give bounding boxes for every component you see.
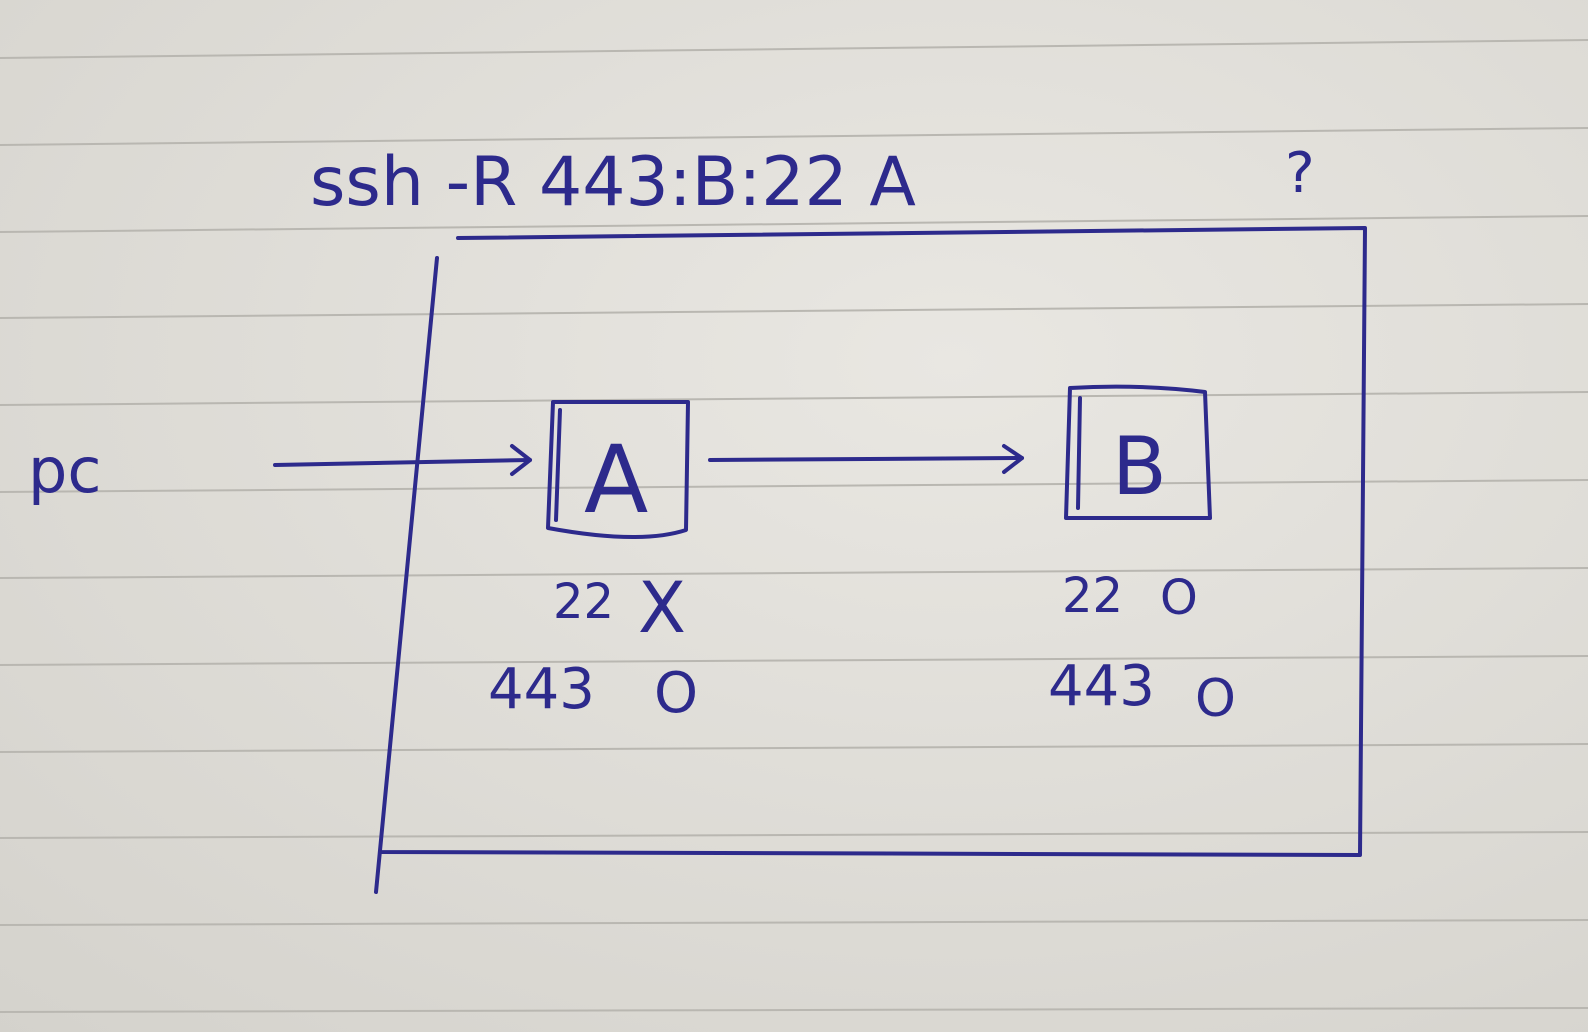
port-number: 443 [488,657,595,722]
source-label-pc: pc [28,434,101,507]
port-status: O [1195,669,1236,729]
port-number: 22 [553,574,614,630]
ruled-lines [0,39,1588,1013]
host-a-box: A [546,400,690,539]
port-status: O [654,661,698,726]
host-b-label: B [1112,420,1167,513]
host-b-ports: 22 O 443 O [1048,568,1236,729]
port-status: X [638,567,686,649]
host-a-ports: 22 X 443 O [488,567,698,726]
host-b-box: B [1064,384,1212,520]
arrow-a-to-b [708,444,1024,474]
network-boundary [374,226,1367,894]
arrow-pc-to-a [273,444,532,476]
port-status: O [1160,570,1198,626]
port-number: 22 [1062,568,1123,624]
question-mark: ? [1285,141,1315,206]
port-number: 443 [1048,654,1155,719]
host-a-label: A [584,426,648,535]
ssh-command: ssh -R 443:B:22 A [310,143,916,222]
